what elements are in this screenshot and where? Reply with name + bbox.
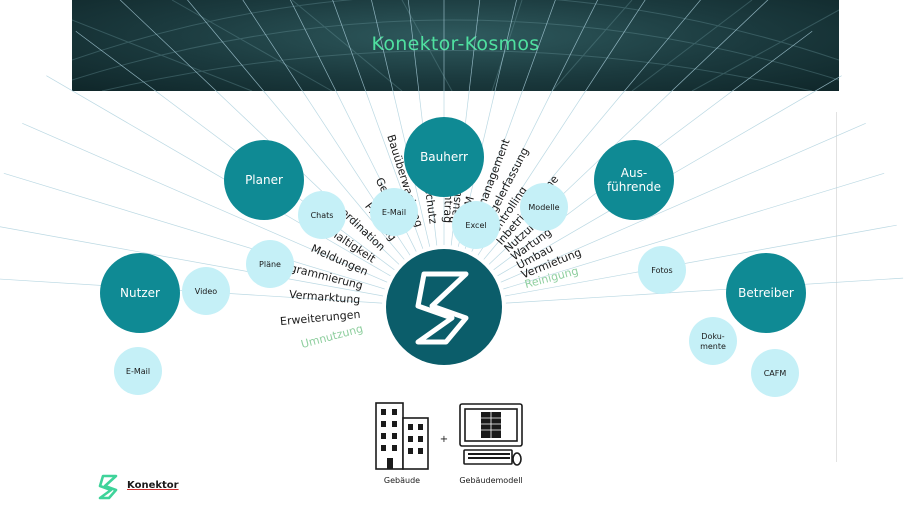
- stakeholder-betreiber: Betreiber: [726, 253, 806, 333]
- ray-line: [3, 173, 385, 290]
- konektor-hub: [386, 249, 502, 365]
- ray-line: [464, 0, 556, 249]
- building-icon: [375, 402, 429, 470]
- ray-line: [477, 0, 646, 256]
- stakeholder-ausfuehrende: Aus-führende: [594, 140, 674, 220]
- ray-line: [119, 0, 400, 265]
- ray-line: [22, 122, 388, 283]
- stakeholder-label: Planer: [245, 173, 283, 187]
- data-type-chats: Chats: [298, 191, 346, 239]
- stakeholder-label: Nutzer: [120, 286, 160, 300]
- data-type-modelle: Modelle: [520, 183, 568, 231]
- page-title: Konektor-Kosmos: [371, 33, 540, 55]
- data-type-label: E-Mail: [382, 208, 406, 217]
- data-type-label: E-Mail: [126, 367, 150, 376]
- plus-sign: +: [440, 434, 448, 445]
- ray-line: [505, 277, 904, 304]
- data-type-label: Video: [195, 287, 218, 296]
- konektor-logo-icon: [415, 271, 469, 345]
- stakeholder-planer: Planer: [224, 140, 304, 220]
- ray-line: [332, 0, 424, 249]
- stakeholder-label: Bauherr: [420, 150, 468, 164]
- ray-line: [0, 226, 384, 297]
- data-type-video: Video: [182, 267, 230, 315]
- data-type-label: mente: [700, 342, 726, 351]
- data-type-label: Fotos: [651, 266, 672, 275]
- stakeholder-label: führende: [607, 180, 661, 194]
- data-type-label: Pläne: [259, 260, 281, 269]
- ray-line: [504, 224, 897, 297]
- data-type-label: Doku-: [701, 332, 725, 341]
- asset-label-gebaeudemodell: Gebäudemodell: [459, 476, 522, 485]
- ray-line: [75, 30, 395, 271]
- ray-line: [500, 122, 866, 283]
- konektor-logo-icon: [98, 474, 118, 500]
- stakeholder-bauherr: Bauherr: [404, 117, 484, 197]
- data-type-excel: Excel: [452, 201, 500, 249]
- brand-name: Konektor: [127, 480, 179, 491]
- asset-label-gebaeude: Gebäude: [384, 476, 420, 485]
- stakeholder-label: Betreiber: [738, 286, 794, 300]
- data-type-label: Modelle: [528, 203, 559, 212]
- ray-line: [187, 0, 405, 260]
- ray-line: [503, 173, 885, 290]
- data-type-cafm: CAFM: [751, 349, 799, 397]
- ray-line: [471, 0, 599, 252]
- stakeholder-label: Aus-: [621, 166, 647, 180]
- computer-model-icon: [459, 403, 523, 466]
- phase-label: Vermarktung: [289, 288, 361, 307]
- data-type-plaene: Pläne: [246, 240, 294, 288]
- glass-dome-background: [72, 0, 839, 91]
- data-type-email-top: E-Mail: [370, 188, 418, 236]
- data-type-label: Chats: [311, 211, 334, 220]
- stakeholder-nutzer: Nutzer: [100, 253, 180, 333]
- data-type-dokumente: Doku-mente: [689, 317, 737, 365]
- data-type-fotos: Fotos: [638, 246, 686, 294]
- data-type-email-left: E-Mail: [114, 347, 162, 395]
- data-type-label: Excel: [465, 221, 486, 230]
- phase-label: Umnutzung: [299, 322, 364, 351]
- ray-line: [46, 75, 391, 277]
- data-type-label: CAFM: [764, 369, 787, 378]
- divider: [836, 112, 837, 462]
